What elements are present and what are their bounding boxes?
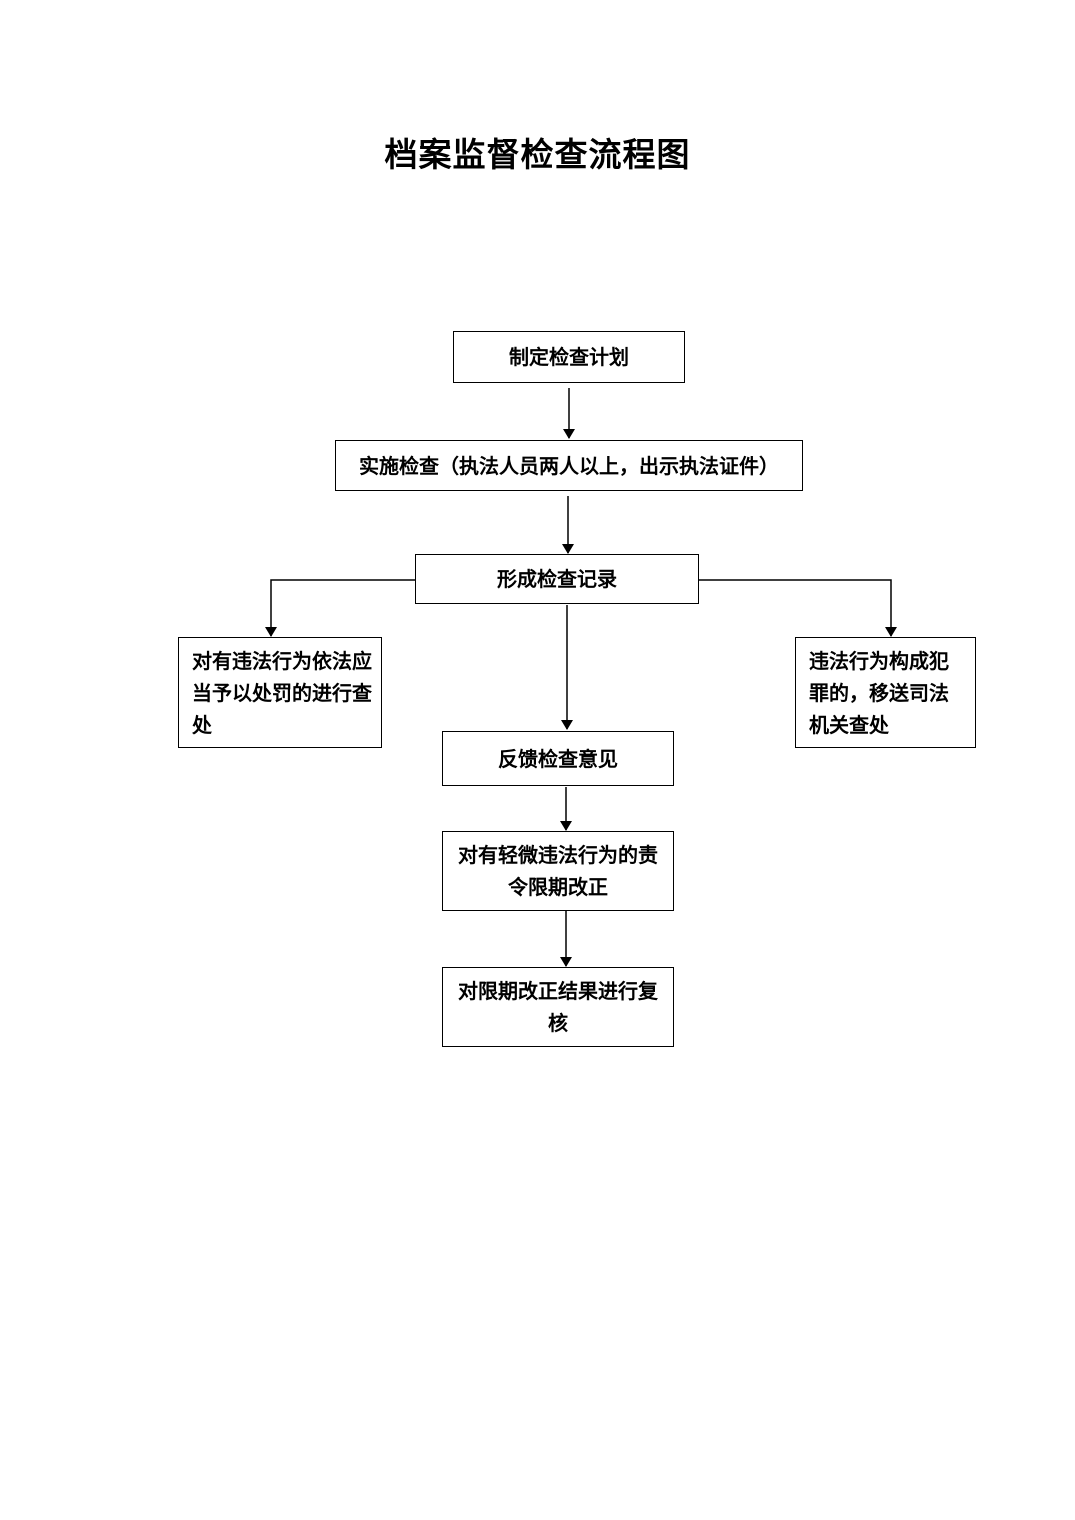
arrow-record-to-transfer — [699, 579, 897, 637]
node-review: 对限期改正结果进行复核 — [442, 967, 674, 1047]
node-plan: 制定检查计划 — [453, 331, 685, 383]
node-inspect: 实施检查（执法人员两人以上，出示执法证件） — [335, 440, 803, 491]
node-punish-label: 对有违法行为依法应当予以处罚的进行查处 — [192, 648, 372, 737]
node-rectify: 对有轻微违法行为的责令限期改正 — [442, 831, 674, 911]
node-record-label: 形成检查记录 — [497, 567, 617, 591]
page-title: 档案监督检查流程图 — [384, 135, 691, 174]
node-feedback-label: 反馈检查意见 — [498, 746, 618, 771]
node-transfer: 违法行为构成犯罪的，移送司法机关查处 — [795, 637, 976, 748]
node-feedback: 反馈检查意见 — [442, 731, 674, 786]
arrow-record-to-punish — [265, 579, 415, 637]
node-record: 形成检查记录 — [415, 554, 699, 604]
node-punish: 对有违法行为依法应当予以处罚的进行查处 — [178, 637, 382, 748]
node-inspect-label: 实施检查（执法人员两人以上，出示执法证件） — [359, 453, 779, 478]
node-plan-label: 制定检查计划 — [509, 345, 629, 369]
node-rectify-label: 对有轻微违法行为的责令限期改正 — [458, 843, 658, 899]
node-review-label: 对限期改正结果进行复核 — [458, 979, 658, 1035]
node-transfer-label: 违法行为构成犯罪的，移送司法机关查处 — [809, 648, 949, 737]
